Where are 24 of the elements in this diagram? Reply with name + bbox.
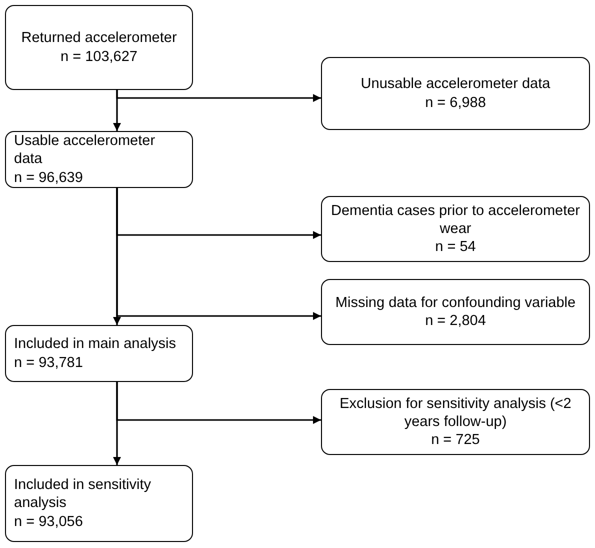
process-box — [321, 196, 590, 262]
box-title: Exclusion for sensitivity analysis (<2 years follow-up) — [338, 394, 572, 432]
process-box — [5, 131, 193, 188]
process-box — [5, 325, 193, 382]
count-text: n = 725 — [430, 431, 481, 450]
box-title: Missing data for confounding variable — [334, 294, 577, 312]
process-box — [321, 57, 590, 130]
arrow — [113, 188, 121, 325]
count-text: n = 93,056 — [14, 512, 84, 531]
count-text: n = 103,627 — [59, 48, 138, 66]
count-text: n = 93,781 — [14, 354, 84, 372]
count-text: n = 6,988 — [424, 94, 487, 112]
arrow — [116, 90, 321, 102]
process-box — [5, 5, 193, 90]
process-box — [321, 389, 590, 455]
count-text: n = 2,804 — [424, 312, 487, 330]
process-box — [5, 465, 193, 542]
count-text: n = 96,639 — [14, 168, 84, 187]
process-box — [321, 279, 590, 345]
arrow — [113, 382, 121, 465]
count-text: n = 54 — [434, 238, 477, 256]
box-title: Unusable accelerometer data — [360, 75, 552, 94]
box-title: Included in main analysis — [14, 335, 178, 354]
box-title: Returned accelerometer — [20, 29, 178, 48]
